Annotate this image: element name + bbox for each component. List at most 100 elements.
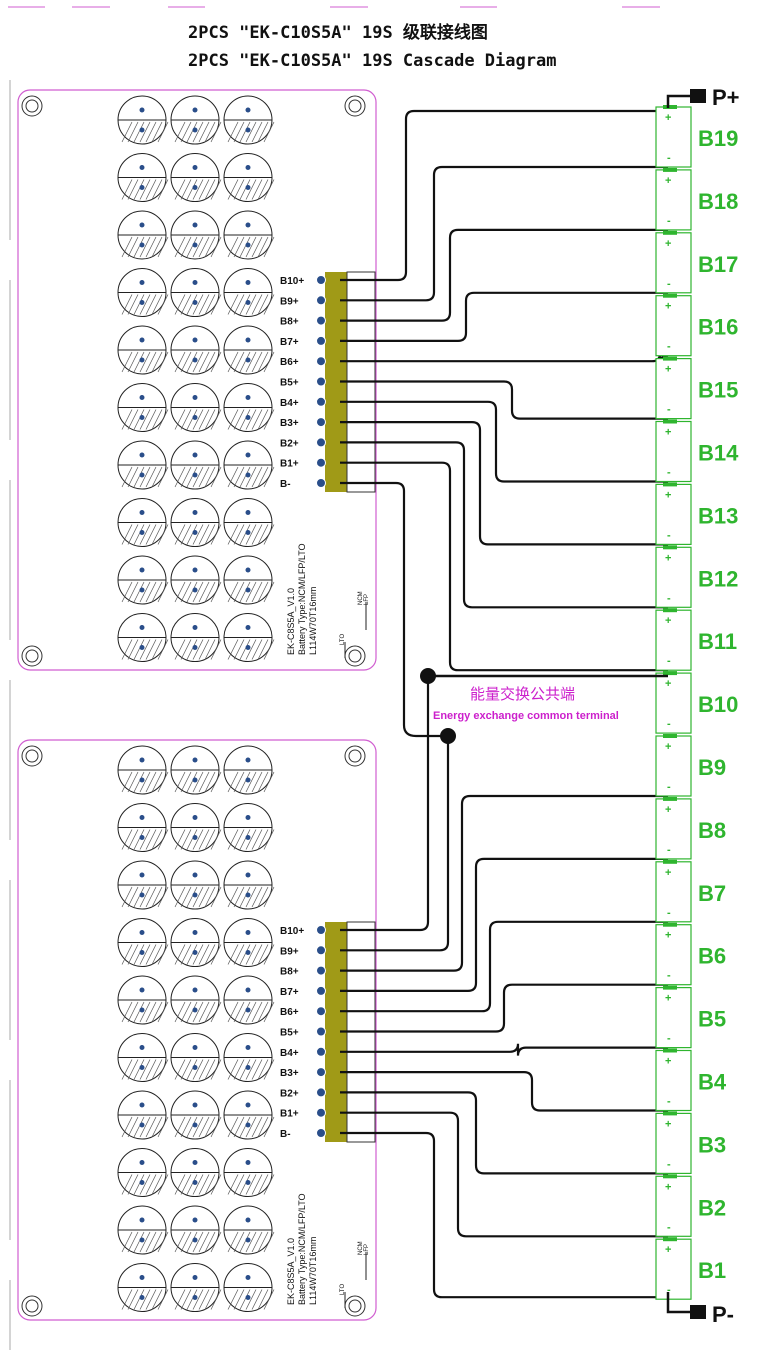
battery-cell-body: [655, 1112, 692, 1175]
pad-dot: [139, 1065, 145, 1070]
pad-hatch: [227, 944, 239, 965]
component-pad: [223, 383, 275, 432]
pad-hatch: [204, 639, 216, 660]
pad-hatch: [210, 886, 222, 908]
pad-hatch: [121, 1174, 133, 1195]
pad-hatch: [121, 466, 133, 488]
positive-terminal: P+: [666, 85, 740, 110]
battery-cell-minus: -: [667, 718, 671, 730]
pad-hatch: [239, 351, 251, 373]
terminal-pin: [316, 1067, 326, 1078]
terminal-pin: [316, 965, 326, 976]
connector-block: [325, 922, 347, 1142]
pad-dot: [245, 645, 251, 650]
pad-hatch: [204, 294, 216, 315]
pad-dot: [245, 280, 251, 285]
pad-hatch: [198, 236, 210, 258]
terminal-label: B-: [280, 1129, 291, 1140]
pad-dot: [245, 415, 251, 420]
pad-dot: [139, 987, 145, 993]
pad-hatch: [239, 179, 251, 200]
pad-dot: [192, 357, 198, 363]
pad-hatch: [139, 886, 151, 908]
terminal-label: B6+: [280, 357, 299, 368]
component-pad: [117, 440, 169, 490]
battery-cell-b18: +-B18: [655, 167, 738, 231]
pad-hatch: [157, 1289, 169, 1310]
pad-hatch: [180, 1001, 192, 1023]
pad-hatch: [139, 236, 151, 258]
pad-hatch: [192, 236, 204, 258]
pad-hatch: [239, 1001, 251, 1023]
pad-dot: [192, 1102, 198, 1108]
pad-hatch: [251, 351, 263, 373]
battery-cell-minus: -: [667, 404, 671, 416]
pad-dot: [245, 1217, 251, 1223]
pad-dot: [139, 280, 145, 285]
wire-board1-9: [340, 461, 668, 672]
terminal-pin: [316, 315, 326, 326]
pad-dot: [139, 1237, 145, 1243]
pad-hatch: [192, 409, 204, 430]
component-pad: [223, 1148, 275, 1197]
component-pad: [117, 95, 169, 145]
terminal-pin: [316, 396, 326, 407]
pad-hatch: [186, 409, 198, 430]
board-spec-text: Battery Type:NCM/LFP/LTO: [297, 543, 307, 655]
pad-hatch: [145, 581, 157, 603]
pad-hatch: [204, 886, 216, 908]
pad-hatch: [157, 639, 169, 660]
pad-hatch: [251, 294, 263, 315]
pad-hatch: [145, 1289, 157, 1310]
pad-hatch: [192, 1116, 204, 1138]
pad-hatch: [257, 121, 269, 143]
pad-dot: [192, 930, 198, 935]
pad-hatch: [198, 771, 210, 793]
pad-hatch: [127, 1059, 139, 1080]
pad-hatch: [210, 771, 222, 793]
battery-cell-plus: +: [665, 112, 671, 124]
component-pad: [170, 860, 222, 910]
battery-cell-cap: [663, 796, 677, 801]
pad-hatch: [121, 886, 133, 908]
pad-hatch: [133, 1231, 145, 1253]
pad-hatch: [245, 121, 257, 143]
pad-hatch: [257, 829, 269, 850]
battery-cell-body: [655, 295, 692, 357]
component-pad: [223, 803, 275, 852]
pad-hatch: [133, 524, 145, 545]
battery-label: B1: [698, 1258, 726, 1283]
pad-dot: [139, 1045, 145, 1050]
pad-hatch: [186, 1059, 198, 1080]
pad-dot: [139, 835, 145, 840]
pad-hatch: [245, 409, 257, 430]
battery-cell-minus: -: [667, 1096, 671, 1108]
pad-hatch: [239, 1174, 251, 1195]
component-pad: [117, 325, 169, 375]
pad-hatch: [151, 351, 163, 373]
pad-hatch: [139, 524, 151, 545]
mounting-hole: [344, 1295, 366, 1317]
pad-hatch: [121, 409, 133, 430]
pad-dot: [245, 1295, 251, 1300]
pad-hatch: [198, 639, 210, 660]
battery-cell-minus: -: [667, 152, 671, 164]
pad-hatch: [121, 1116, 133, 1138]
terminal-pin: [316, 985, 326, 996]
pad-hatch: [133, 294, 145, 315]
battery-cell-b19: +-B19: [655, 105, 738, 168]
pad-hatch: [139, 581, 151, 603]
pad-hatch: [174, 409, 186, 430]
pad-dot: [139, 127, 145, 133]
pad-hatch: [145, 639, 157, 660]
pad-hatch: [139, 829, 151, 850]
battery-cell-cap: [663, 922, 677, 927]
battery-cell-cap: [663, 105, 677, 109]
mounting-hole-inner: [348, 749, 362, 763]
pad-hatch: [198, 524, 210, 545]
terminal-pin: [316, 356, 326, 367]
pad-hatch: [263, 944, 275, 965]
pad-hatch: [133, 236, 145, 258]
battery-cell-plus: +: [665, 364, 671, 376]
pad-hatch: [157, 351, 169, 373]
